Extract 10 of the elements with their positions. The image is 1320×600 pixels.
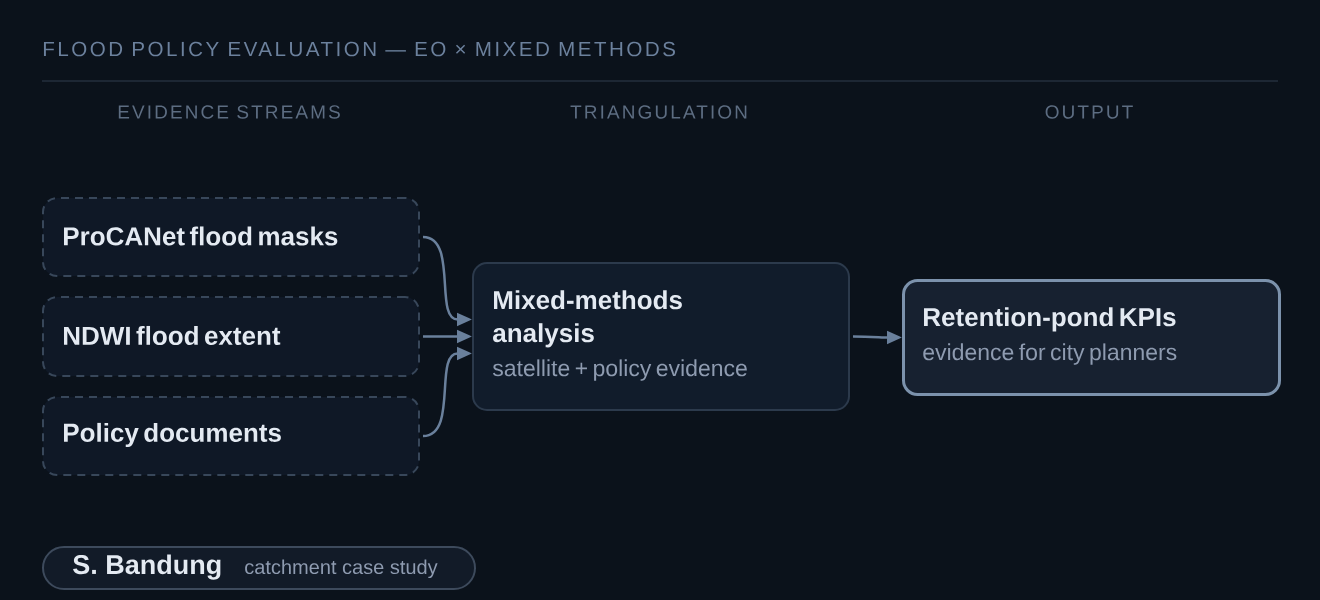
column-heading: OUTPUT	[1045, 105, 1133, 119]
diagram-title: FLOOD POLICY EVALUATION — EO × MIXED METHODS	[43, 41, 675, 57]
case-study-badge: S. Bandung catchment case study	[42, 546, 476, 590]
source-box: Policy documents	[42, 396, 420, 476]
source-box: ProCANet flood masks	[42, 197, 420, 277]
output-box: Retention-pond KPIs evidence for city planners	[902, 279, 1281, 396]
analysis-box: Mixed-methods analysis satellite + policy evidence	[472, 262, 850, 411]
source-box: NDWI flood extent	[42, 296, 420, 377]
column-heading: EVIDENCE STREAMS	[118, 105, 340, 119]
column-heading: TRIANGULATION	[570, 105, 747, 119]
